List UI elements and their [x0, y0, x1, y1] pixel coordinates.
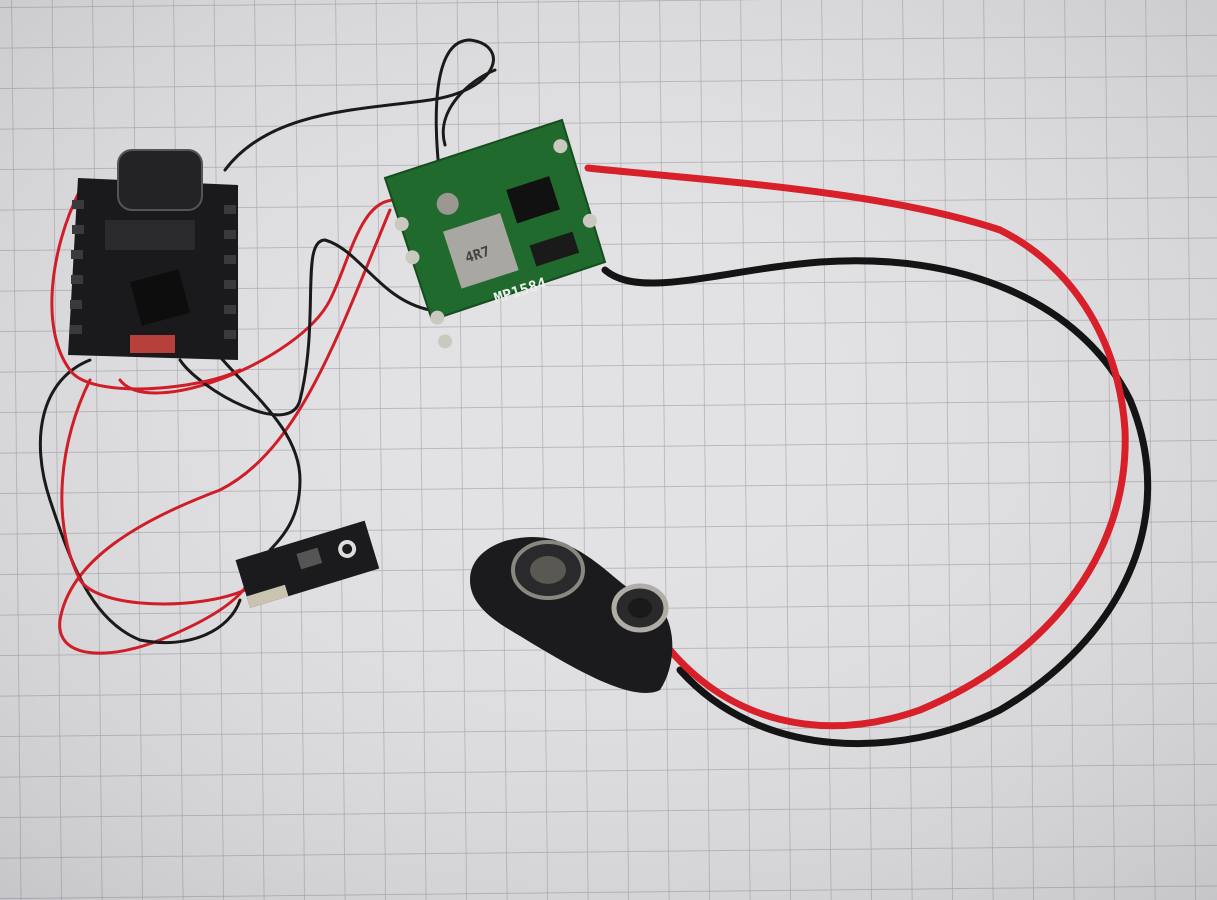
regulator-chip	[506, 176, 560, 224]
diode	[529, 231, 580, 267]
mcu-chip	[130, 269, 191, 326]
battery-wire-black	[601, 257, 1152, 747]
buck-converter-board: 4R7 MP1584	[383, 118, 607, 349]
usb-c-connector	[117, 149, 203, 211]
battery-wires	[584, 164, 1152, 747]
wire-black-2	[178, 238, 432, 417]
inductor	[443, 213, 519, 289]
wire-red-4	[60, 378, 247, 606]
wire-black-loop-2	[441, 68, 497, 147]
wire-red-1	[118, 198, 397, 395]
jumper-wires	[38, 38, 497, 655]
button	[130, 335, 175, 353]
microcontroller-board	[68, 149, 238, 360]
wire-red-3	[50, 188, 242, 391]
inductor-marking: 4R7	[463, 244, 492, 267]
9v-battery-clip	[470, 536, 673, 693]
wire-black-3	[198, 328, 302, 552]
wire-red-2	[58, 208, 392, 655]
potentiometer	[436, 192, 459, 215]
battery-wire-red	[584, 164, 1129, 730]
sensor-board	[235, 520, 380, 608]
